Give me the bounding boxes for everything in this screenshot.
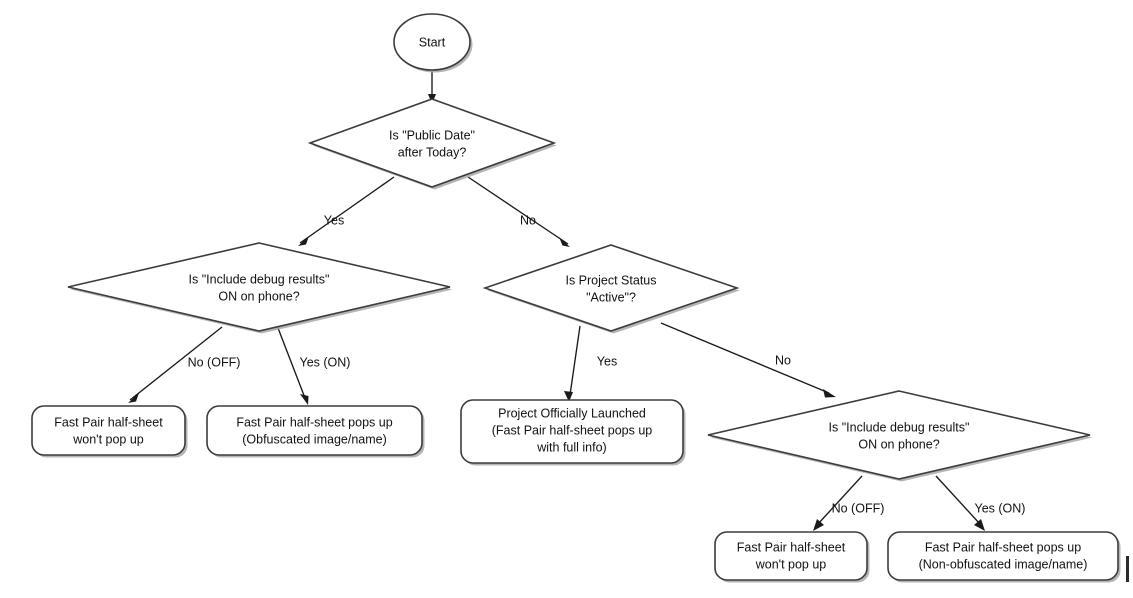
node-obfuscated-popup[interactable]: Fast Pair half-sheet pops up (Obfuscated… <box>206 405 425 458</box>
terminal-label-line1: Fast Pair half-sheet <box>737 540 846 554</box>
edge-line <box>569 325 581 396</box>
edge-label-no: No <box>775 353 791 367</box>
edge-line <box>817 475 863 525</box>
terminal-label-line2: won't pop up <box>755 557 827 571</box>
terminal-label-line2: won't pop up <box>72 432 144 446</box>
arrow-head <box>300 394 309 405</box>
terminal-label-line2: (Obfuscated image/name) <box>242 432 387 446</box>
terminal-label-line2: (Non-obfuscated image/name) <box>919 557 1088 571</box>
terminal-label-line3: with full info) <box>536 440 606 454</box>
decision-diamond[interactable] <box>307 98 557 188</box>
edge-project-status-no: No <box>660 322 836 398</box>
decision-label-line2: ON on phone? <box>218 289 299 303</box>
decision-label-line2: "Active"? <box>586 290 636 304</box>
terminal-label-line1: Fast Pair half-sheet pops up <box>925 540 1081 554</box>
terminal-box[interactable] <box>714 531 868 581</box>
decision-diamond[interactable] <box>67 242 451 332</box>
edge-line <box>467 176 569 245</box>
decision-diamond[interactable] <box>482 244 740 332</box>
edge-label-no: No <box>520 213 536 227</box>
decision-label-line1: Is "Include debug results" <box>189 272 330 286</box>
terminal-box[interactable] <box>206 405 423 456</box>
edge-debug-left-no-off: No (OFF) <box>128 326 241 403</box>
edge-label-yes: Yes <box>597 354 617 368</box>
arrow-head <box>813 519 824 531</box>
terminal-label-line1: Project Officially Launched <box>498 406 646 420</box>
edge-public-date-no: No <box>467 176 570 247</box>
edge-line <box>129 326 223 401</box>
edge-line <box>299 176 395 244</box>
terminal-box[interactable] <box>887 531 1119 581</box>
edge-debug-right-no-off: No (OFF) <box>813 475 885 531</box>
arrow-head <box>559 237 570 247</box>
decision-label-line2: ON on phone? <box>858 437 939 451</box>
terminal-label-line1: Fast Pair half-sheet <box>54 415 163 429</box>
node-project-status-decision[interactable]: Is Project Status "Active"? <box>482 244 740 334</box>
node-non-obfuscated-popup[interactable]: Fast Pair half-sheet pops up (Non-obfusc… <box>887 531 1121 583</box>
edge-label-no-off: No (OFF) <box>188 355 241 369</box>
start-label: Start <box>419 35 446 49</box>
node-debug-results-right-decision[interactable]: Is "Include debug results" ON on phone? <box>707 390 1093 482</box>
edge-debug-right-yes-on: Yes (ON) <box>935 475 1026 531</box>
edge-line <box>935 475 981 525</box>
node-officially-launched[interactable]: Project Officially Launched (Fast Pair h… <box>460 399 686 466</box>
node-debug-results-left-decision[interactable]: Is "Include debug results" ON on phone? <box>67 242 453 334</box>
terminal-label-line1: Fast Pair half-sheet pops up <box>236 415 392 429</box>
node-start[interactable]: Start <box>393 13 473 73</box>
arrow-head <box>298 236 309 246</box>
decision-label-line1: Is "Public Date" <box>389 128 475 142</box>
node-no-popup-left[interactable]: Fast Pair half-sheet won't pop up <box>31 405 188 458</box>
start-ellipse[interactable] <box>393 13 471 71</box>
edge-label-yes-on: Yes (ON) <box>300 355 351 369</box>
decision-label-line1: Is Project Status <box>565 273 656 287</box>
terminal-box[interactable] <box>460 399 684 464</box>
edge-label-yes: Yes <box>324 213 344 227</box>
terminal-box[interactable] <box>31 405 186 456</box>
edge-project-status-yes: Yes <box>564 325 617 402</box>
decision-diamond[interactable] <box>707 390 1091 480</box>
node-public-date-decision[interactable]: Is "Public Date" after Today? <box>307 98 557 190</box>
edge-group: Yes No No (OFF) Yes (ON) Yes <box>128 70 1025 531</box>
arrow-head <box>823 389 836 398</box>
page-edge-artifact <box>1126 556 1129 582</box>
node-no-popup-right[interactable]: Fast Pair half-sheet won't pop up <box>714 531 870 583</box>
edge-debug-left-yes-on: Yes (ON) <box>277 327 351 405</box>
terminal-label-line2: (Fast Pair half-sheet pops up <box>492 423 653 437</box>
edge-line <box>660 322 830 394</box>
arrow-head <box>974 519 985 531</box>
edge-label-no-off: No (OFF) <box>832 501 885 515</box>
decision-label-line2: after Today? <box>398 145 467 159</box>
arrow-head <box>564 391 573 402</box>
arrow-head <box>128 393 139 403</box>
decision-label-line1: Is "Include debug results" <box>829 420 970 434</box>
edge-label-yes-on: Yes (ON) <box>975 501 1026 515</box>
edge-line <box>277 327 306 399</box>
edge-public-date-yes: Yes <box>298 176 395 246</box>
